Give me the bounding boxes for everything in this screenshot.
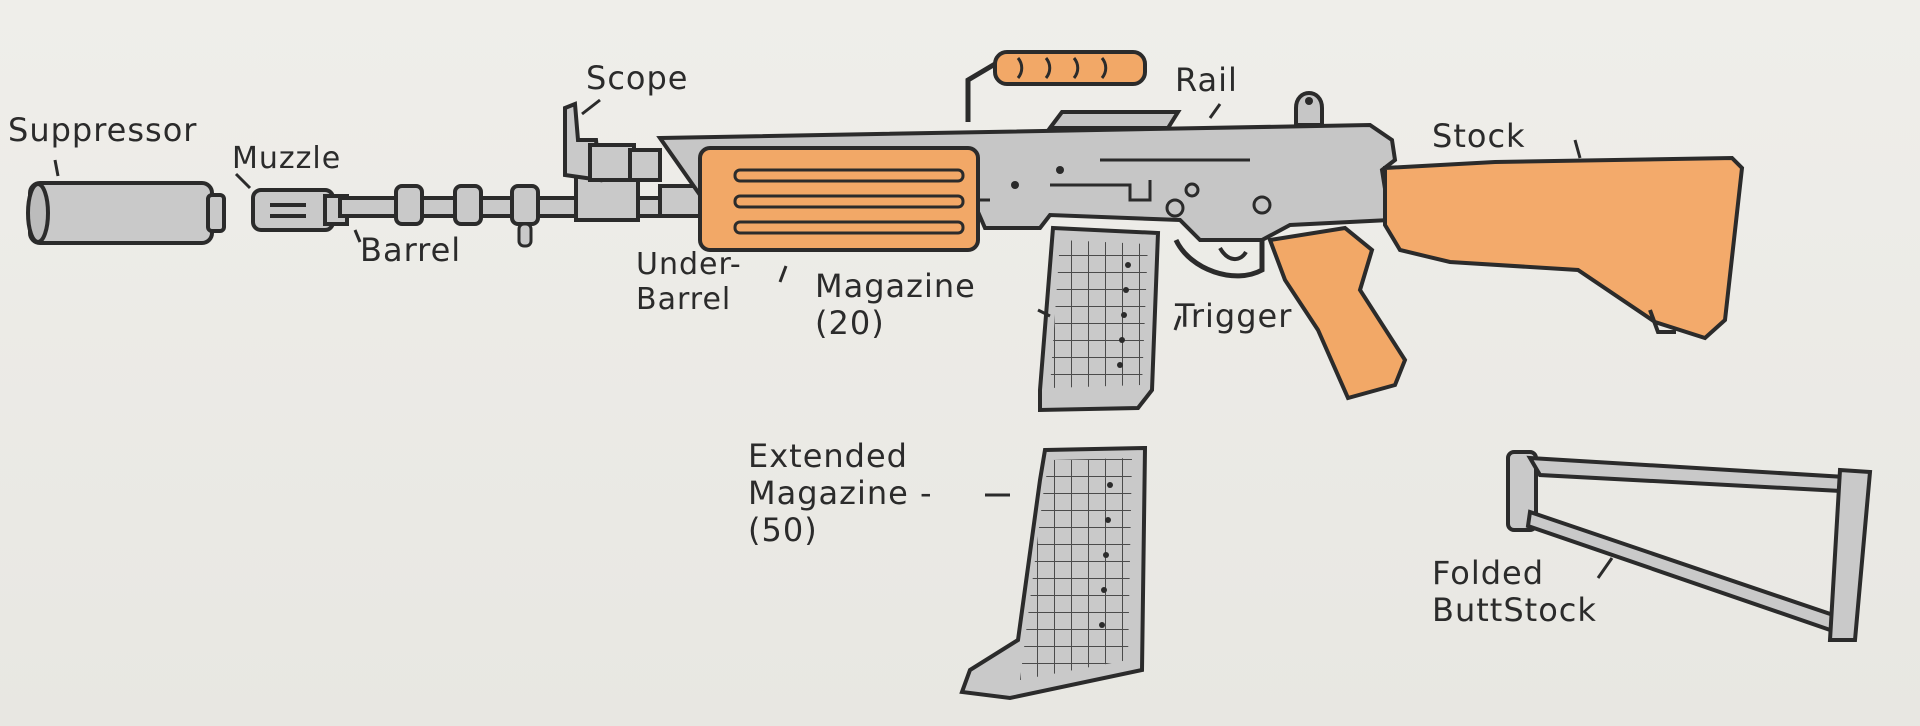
stock-part — [1383, 155, 1745, 341]
underbarrel-label: Under- Barrel — [636, 247, 742, 317]
trigger-label: Trigger — [1175, 297, 1293, 335]
pistol-grip-part — [1267, 225, 1408, 401]
underbarrel-part — [698, 146, 980, 252]
rail-part — [1046, 110, 1182, 130]
magazine-part — [1038, 225, 1161, 413]
trigger-part — [1173, 238, 1265, 279]
folded-buttstock-label: Folded ButtStock — [1432, 554, 1597, 629]
carry-handle-part — [965, 50, 1147, 122]
folded-buttstock-part — [1506, 450, 1873, 642]
scope-label: Scope — [586, 59, 689, 97]
barrel-part — [338, 174, 702, 248]
stock-label: Stock — [1432, 117, 1526, 155]
suppressor-label: Suppressor — [8, 111, 198, 149]
leader-lines — [53, 98, 1614, 579]
extended-magazine-part — [959, 445, 1148, 701]
muzzle-part — [251, 188, 349, 232]
barrel-label: Barrel — [360, 231, 462, 269]
muzzle-label: Muzzle — [232, 141, 342, 176]
magazine-label: Magazine (20) — [815, 267, 976, 342]
extended-magazine-label: Extended Magazine - (50) — [748, 437, 933, 549]
front-sight-part — [563, 101, 662, 183]
rail-label: Rail — [1175, 61, 1238, 99]
suppressor-part — [26, 181, 226, 245]
